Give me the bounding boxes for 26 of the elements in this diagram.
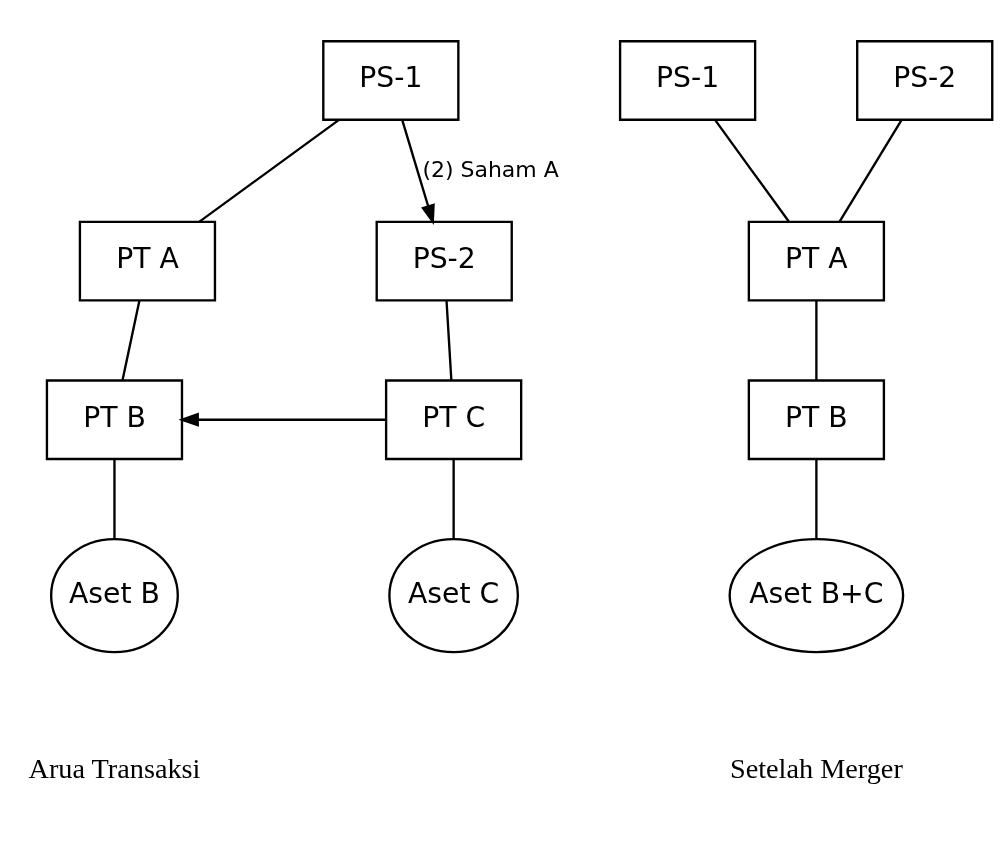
connector: [121, 300, 141, 381]
connector: [714, 119, 790, 223]
node-box: PS-2: [856, 40, 994, 121]
node-box: PS-2: [375, 220, 513, 302]
node-box: PT A: [78, 220, 217, 302]
node-ellipse: Aset B+C: [728, 537, 905, 654]
label: Setelah Merger: [729, 753, 903, 785]
edge-label: (2) Saham A: [422, 156, 559, 182]
connector: [815, 300, 818, 380]
connector: [445, 300, 453, 381]
connector: [198, 119, 340, 223]
node-box: PT B: [45, 379, 184, 461]
connector: [838, 119, 903, 223]
arrow: [401, 119, 435, 225]
connector: [815, 459, 818, 539]
node-box: PT C: [384, 379, 523, 461]
connector: [452, 459, 455, 539]
connector: [113, 459, 116, 539]
node-ellipse: Aset B: [49, 537, 179, 654]
node-box: PT A: [747, 220, 886, 302]
node-box: PS-1: [322, 40, 460, 121]
node-ellipse: Aset C: [388, 537, 520, 654]
arrow: [178, 412, 386, 427]
node-box: PS-1: [618, 40, 757, 121]
node-box: PT B: [747, 379, 886, 461]
label: Arua Transaksi: [28, 753, 201, 785]
